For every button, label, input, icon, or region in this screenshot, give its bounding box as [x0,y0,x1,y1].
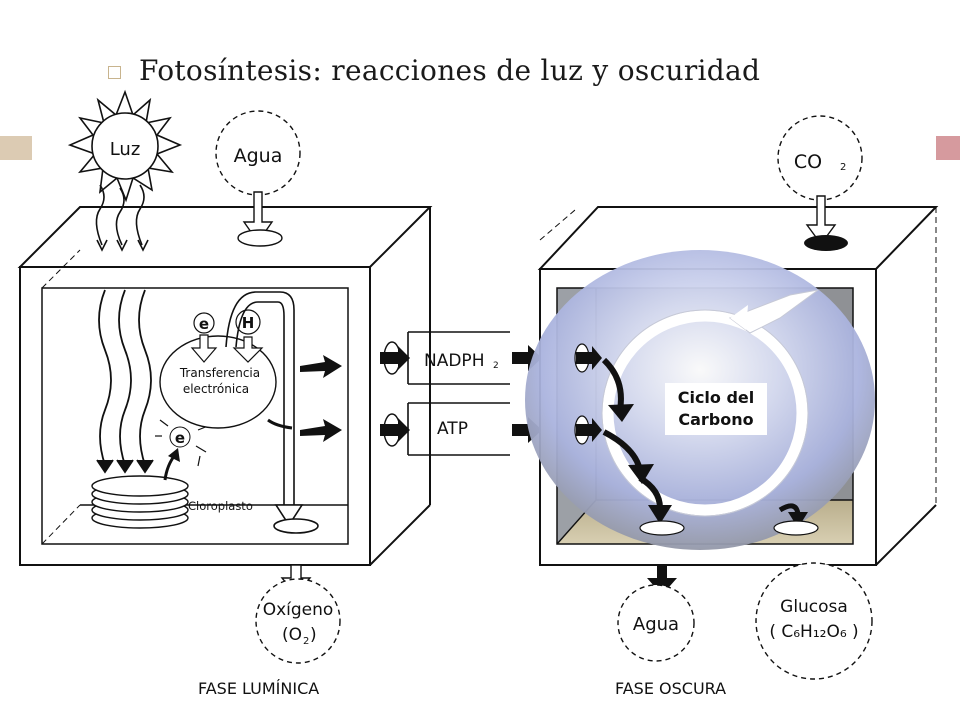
electron-lower-label: e [175,429,185,447]
square-bullet-icon [108,65,121,79]
water-input: Agua [215,110,301,247]
co2-input: CO 2 [777,115,863,251]
light-phase-caption: FASE LUMÍNICA [198,679,319,698]
nadph-label: NADPH [424,351,484,371]
hydrogen-label: H [242,314,255,332]
co2-subscript: 2 [840,162,846,173]
carbon-cycle-label-line2: Carbono [678,410,753,429]
sunlight-arrows [95,184,149,252]
electron-label: e [199,315,209,333]
glucose-formula: ( C₆H₁₂O₆ ) [769,622,858,642]
nadph-subscript: 2 [493,361,499,371]
title-row: Fotosíntesis: reacciones de luz y oscuri… [108,50,760,90]
light-rays-inside [96,289,154,474]
oxygen-output: Oxígeno (O 2 ) [255,564,341,664]
right-accent-bar [936,136,960,160]
water-output-label: Agua [633,614,679,635]
left-accent-bar [0,136,32,160]
dark-phase-outputs: Agua Glucosa ( C₆H₁₂O₆ ) [617,562,873,680]
carbon-cycle-ring: Ciclo del Carbono [601,289,819,517]
co2-label: CO [794,151,822,173]
electron-transfer-chain: Transferencia electrónica e H [159,309,277,429]
oxygen-pipe [225,291,319,534]
energy-arrows-out [267,355,342,442]
oxygen-label: Oxígeno [263,600,334,620]
transfer-label-line2: electrónica [183,382,249,396]
chloroplast-label: Cloroplasto [188,499,253,513]
sun-icon: Luz [67,89,183,203]
oxygen-formula-close: ) [310,625,317,645]
oxygen-formula-sub: 2 [303,636,309,647]
water-label: Agua [234,145,283,167]
transfer-label-line1: Transferencia [179,366,260,380]
dark-phase-caption: FASE OSCURA [615,679,726,698]
atp-label: ATP [437,419,468,439]
sun-label: Luz [110,139,141,160]
carbon-cycle-label-line1: Ciclo del [678,388,755,407]
dark-phase-flow-arrows [574,343,819,536]
stack-arrow-head [168,448,180,462]
slide-title: Fotosíntesis: reacciones de luz y oscuri… [139,53,761,87]
oxygen-formula-open: (O [282,625,302,645]
glucose-label: Glucosa [780,597,848,617]
electron-excitation: e [155,411,209,467]
thylakoid-stack-icon [91,475,189,529]
